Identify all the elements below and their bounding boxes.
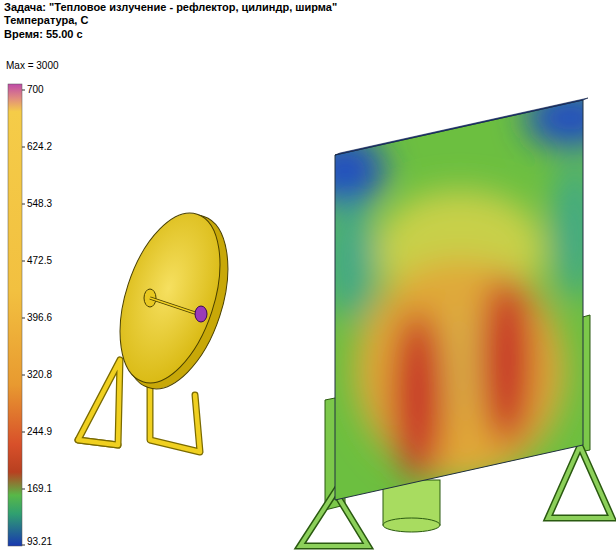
title: Задача: "Тепловое излучение - рефлектор,… bbox=[4, 1, 337, 14]
scale-max: Max = 3000 bbox=[6, 60, 59, 72]
screen-temperature-field bbox=[305, 88, 615, 520]
scale-tick: 93.21 bbox=[27, 536, 52, 548]
scale-tick: 624.2 bbox=[27, 141, 52, 153]
reflector-dish bbox=[101, 201, 248, 402]
scale-tick: 548.3 bbox=[27, 198, 52, 210]
scale-tick: 320.8 bbox=[27, 369, 52, 381]
scale-tick: 244.9 bbox=[27, 426, 52, 438]
quantity-label: Температура, С bbox=[4, 14, 88, 27]
time-label: Время: 55.00 с bbox=[4, 28, 83, 41]
scale-tick: 472.5 bbox=[27, 255, 52, 267]
scale-tick: 396.6 bbox=[27, 312, 52, 324]
color-scale-bar bbox=[8, 84, 25, 546]
emitter bbox=[195, 306, 207, 322]
scale-tick: 169.1 bbox=[27, 483, 52, 495]
scale-tick: 700 bbox=[27, 84, 44, 96]
